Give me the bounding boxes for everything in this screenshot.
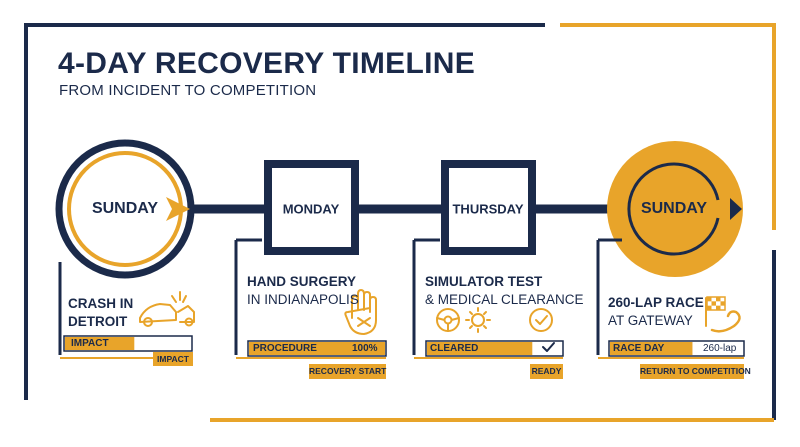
stage-title: HAND SURGERY IN INDIANAPOLIS — [247, 274, 359, 307]
car-crash-icon — [139, 291, 195, 327]
bracket-3 — [412, 238, 440, 355]
bar-label: CLEARED — [430, 343, 479, 354]
progress-bar-fill — [65, 337, 135, 350]
progress-bar-fill — [427, 342, 533, 355]
bar-value: 100% — [352, 343, 378, 354]
stage-title: 260-LAP RACE AT GATEWAY — [608, 295, 704, 328]
node-day-label: THURSDAY — [452, 201, 524, 217]
bar-label: IMPACT — [71, 338, 109, 349]
bracket-4 — [596, 238, 622, 355]
bandaged-hand-icon — [344, 289, 377, 335]
node-day-label: SUNDAY — [91, 200, 159, 217]
node-day-label: SUNDAY — [640, 200, 708, 217]
bar-label: RACE DAY — [613, 343, 665, 354]
stage-tag: IMPACT — [157, 354, 189, 364]
node-monday — [264, 160, 359, 255]
stage-tag: RECOVERY START — [309, 366, 387, 376]
stage-tag: READY — [531, 366, 562, 376]
node-thursday — [441, 160, 536, 255]
steering-wheel-gear-check-icon — [436, 307, 553, 333]
tag-box-4 — [640, 364, 744, 379]
node-sunday-start — [55, 139, 195, 279]
arrow-right-icon — [730, 198, 742, 220]
bracket-2 — [234, 238, 262, 355]
tag-box-3 — [530, 364, 563, 379]
stage-title: CRASH IN DETROIT — [68, 296, 134, 329]
stage-title: SIMULATOR TEST & MEDICAL CLEARANCE — [425, 274, 584, 307]
stage-tag: RETURN TO COMPETITION — [640, 366, 751, 376]
progress-bar-fill — [249, 342, 385, 355]
arrow-chevron-icon — [166, 197, 190, 221]
tag-box-2 — [309, 364, 386, 379]
node-day-label: MONDAY — [282, 201, 340, 217]
bar-value: 260-lap — [703, 343, 737, 354]
progress-bar-fill — [610, 342, 693, 355]
page-title: 4-DAY RECOVERY TIMELINE — [58, 47, 475, 80]
page-subtitle: FROM INCIDENT TO COMPETITION — [59, 82, 317, 99]
tag-box-1 — [153, 352, 193, 366]
bar-checkmark-icon — [542, 342, 555, 352]
frame-navy — [24, 23, 545, 400]
checkered-flag-track-icon — [705, 296, 741, 333]
node-sunday-race — [607, 141, 743, 277]
frame-gold-top — [560, 23, 776, 230]
bar-label: PROCEDURE — [253, 343, 317, 354]
